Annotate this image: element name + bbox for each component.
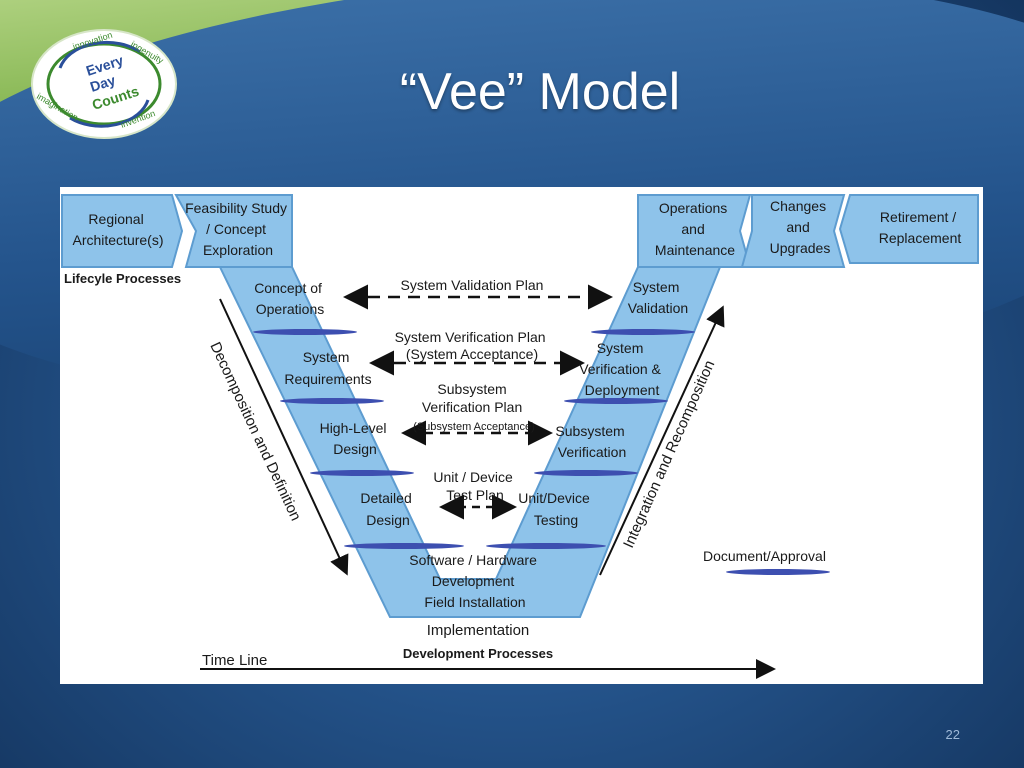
approval-band — [253, 329, 357, 335]
approval-band — [591, 329, 695, 335]
implementation-label: Implementation — [427, 622, 530, 639]
stage-high-level-design: High-Level Design — [320, 420, 391, 457]
operations-label: Operations and Maintenance — [655, 200, 735, 258]
unit-plan-label: Unit / Device Test Plan — [433, 469, 516, 503]
stage-system-requirements: System Requirements — [284, 349, 371, 387]
operations-block — [637, 194, 752, 268]
feasibility-label: Feasibility Study / Concept Exploration — [185, 200, 291, 258]
stage-unit-device-testing: Unit/Device Testing — [518, 490, 593, 528]
approval-band — [534, 470, 638, 476]
vee-diagram-panel: Regional Architecture(s) Feasibility Stu… — [60, 187, 983, 684]
approval-band — [486, 543, 606, 549]
legend-swatch — [726, 569, 830, 575]
stage-concept-of-operations: Concept of Operations — [254, 280, 326, 317]
approval-band — [280, 398, 384, 404]
decomposition-arrow — [219, 298, 349, 576]
stage-detailed-design: Detailed Design — [360, 490, 415, 528]
development-processes-label: Development Processes — [403, 646, 553, 661]
integration-arrow — [599, 305, 725, 576]
stage-software-hardware: Software / Hardware Development Field In… — [409, 552, 541, 610]
logo-text: Day — [88, 72, 118, 95]
stage-system-validation: System Validation — [628, 279, 688, 316]
validation-plan-label: System Validation Plan — [401, 277, 544, 293]
retirement-block — [838, 194, 979, 264]
timeline-label: Time Line — [202, 652, 267, 669]
stage-subsystem-verification: Subsystem Verification — [555, 423, 628, 460]
approval-band — [310, 470, 414, 476]
page-number: 22 — [945, 727, 960, 742]
changes-label: Changes and Upgrades — [770, 198, 831, 256]
legend-label: Document/Approval — [703, 548, 826, 564]
every-day-counts-logo: innovation ingenuity invention imaginati… — [31, 29, 177, 139]
approval-band — [344, 543, 464, 549]
stage-system-verification: System Verification & Deployment — [579, 340, 665, 398]
lifecycle-processes-label: Lifecyle Processes — [64, 271, 181, 286]
subsystem-plan-label: Subsystem Verification Plan (Subsystem A… — [413, 381, 535, 433]
regional-architecture-block — [61, 194, 184, 268]
verification-plan-label: System Verification Plan (System Accepta… — [395, 329, 550, 362]
changes-block — [740, 194, 846, 268]
slide-title: “Vee” Model — [399, 63, 681, 121]
regional-architecture-label: Regional Architecture(s) — [72, 211, 163, 248]
approval-band — [564, 398, 668, 404]
retirement-label: Retirement / Replacement — [879, 209, 962, 246]
vee-diagram: Regional Architecture(s) Feasibility Stu… — [61, 194, 979, 679]
